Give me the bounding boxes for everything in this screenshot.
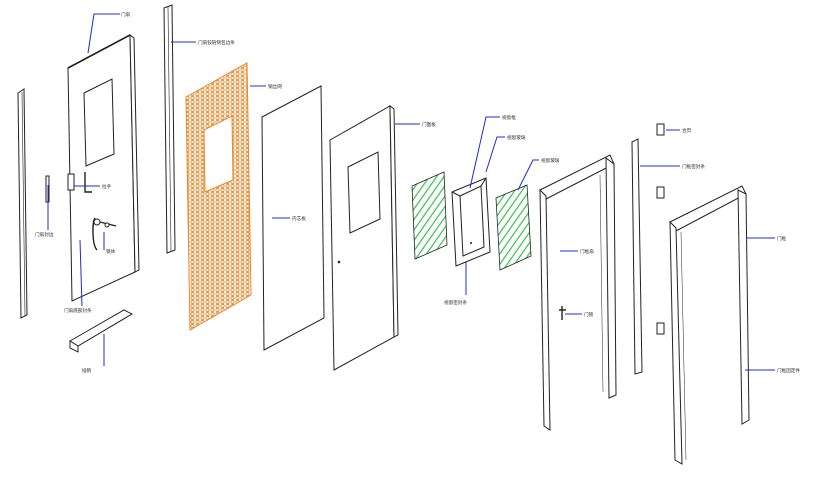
frame-strip-part <box>631 138 643 375</box>
label-top-strip: 门扇底部封条 <box>64 307 92 314</box>
label-window-seal: 视窗密封条 <box>444 299 467 306</box>
bottom-channel-part <box>69 309 134 353</box>
glass-inner-part <box>495 184 532 271</box>
label-glass-inner: 视窗玻璃 <box>541 157 560 164</box>
callout-labels: 门扇 门扇铰链侧包边条 钢丝网 内芯板 门面板 视窗框 视窗玻璃 视窗玻璃 视窗… <box>35 11 800 374</box>
door-frame-front-part <box>539 154 617 431</box>
left-edge-strip <box>17 88 28 319</box>
door-panel-part <box>329 104 399 371</box>
label-frame-anchor: 门框固定件 <box>777 367 800 374</box>
label-bolt: 插销 <box>82 367 92 374</box>
label-hinge: 合页 <box>682 127 692 134</box>
label-core-panel: 内芯板 <box>292 215 306 222</box>
label-handle: 拉手 <box>102 183 112 190</box>
label-door-frame: 门框 <box>777 235 787 242</box>
label-frame-leaf: 门框扇 <box>580 248 594 255</box>
hinge-side-strip-part <box>163 4 176 254</box>
label-edge-strip: 门扇封边 <box>35 231 54 238</box>
label-door-panel: 门面板 <box>422 121 436 128</box>
label-mesh: 钢丝网 <box>268 83 282 90</box>
wire-mesh-part <box>185 62 252 331</box>
label-window-frame: 视窗框 <box>502 114 516 121</box>
label-hinge-side-strip: 门扇铰链侧包边条 <box>198 39 235 46</box>
label-door-leaf: 门扇 <box>121 11 131 18</box>
leader-lines <box>47 13 775 371</box>
label-frame-strip: 门框密封条 <box>682 163 705 170</box>
door-frame-part <box>669 185 750 465</box>
label-lock-body: 锁体 <box>106 248 116 255</box>
label-glass-outer: 视窗玻璃 <box>507 134 526 141</box>
core-panel-part <box>261 85 325 351</box>
hinge-parts <box>656 123 665 335</box>
label-lock: 门锁 <box>584 311 594 318</box>
glass-outer-part <box>411 171 448 260</box>
window-frame-part <box>451 177 491 267</box>
door-leaf-assembled <box>45 33 140 302</box>
